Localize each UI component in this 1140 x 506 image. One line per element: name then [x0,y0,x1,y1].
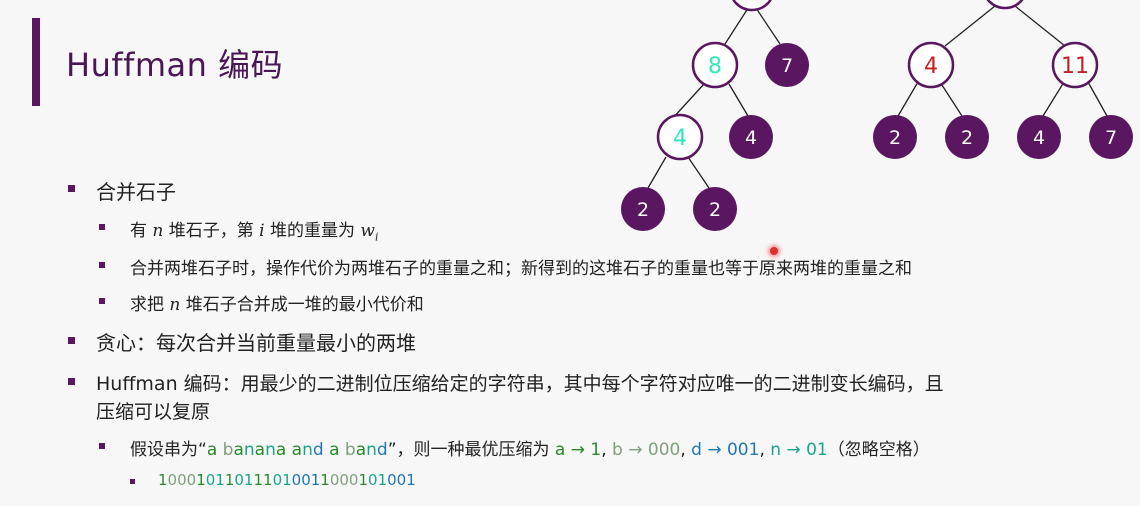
bullet-merge-sub3: 求把 n 堆石子合并成一堆的最小代价和 [130,295,424,315]
tree-node: 4 [907,41,955,89]
node-label: 4 [924,54,938,79]
bullet-marker [68,337,75,344]
bullet-marker [99,262,105,268]
node-label: 2 [889,127,901,149]
node-label: 4 [745,127,757,149]
tree-node: 7 [1089,115,1133,159]
bullet-marker [68,185,75,192]
bullet-marker [68,378,75,385]
bullet-example: 假设串为“a banana and a band”，则一种最优压缩为 a → 1… [130,440,930,460]
tree-node: 2 [693,187,737,231]
node-label: 15 [738,0,766,2]
node-label: 4 [673,126,687,151]
tree-node: 2 [621,187,665,231]
node-label: 2 [961,127,973,149]
tree-node: 8 [691,41,739,89]
tree-node: 2 [945,115,989,159]
tree-node: 2 [873,115,917,159]
tree-node: 15 [986,0,1024,10]
bullet-huffman-line1: Huffman 编码：用最少的二进制位压缩给定的字符串，其中每个字符对应唯一的二… [96,373,944,395]
bullet-huffman-line2: 压缩可以复原 [96,401,211,423]
bullet-marker [99,298,105,304]
tree-node: 15 [732,0,772,12]
encoded-bitstring: 100010110111010011000101001 [158,471,416,489]
node-label: 4 [1033,127,1045,149]
title-accent-bar [32,18,40,106]
bullet-merge-sub2: 合并两堆石子时，操作代价为两堆石子的重量之和；新得到的这堆石子的重量也等于原来两… [130,259,912,279]
left-tree: 15 8 7 4 4 2 2 [621,0,809,231]
node-label: 2 [637,199,649,221]
node-label: 11 [1061,54,1089,79]
node-label: 2 [709,199,721,221]
tree-node: 4 [656,113,704,161]
bullet-marker [130,479,135,484]
laser-pointer-dot [770,247,778,255]
bullet-marker [99,224,105,230]
bullet-merge-stones: 合并石子 [96,180,176,204]
bullet-merge-sub1: 有 n 堆石子，第 i 堆的重量为 wi [130,221,379,244]
tree-node: 7 [765,43,809,87]
node-label: 7 [781,55,793,77]
tree-node: 11 [1051,41,1099,89]
tree-node: 4 [1017,115,1061,159]
bullet-greedy: 贪心：每次合并当前重量最小的两堆 [96,331,416,355]
node-label: 7 [1105,127,1117,149]
bullet-marker [99,443,105,449]
node-label: 8 [708,54,722,79]
tree-node: 4 [729,115,773,159]
right-tree: 15 4 11 2 2 4 7 [873,0,1133,159]
slide-title: Huffman 编码 [66,46,284,84]
